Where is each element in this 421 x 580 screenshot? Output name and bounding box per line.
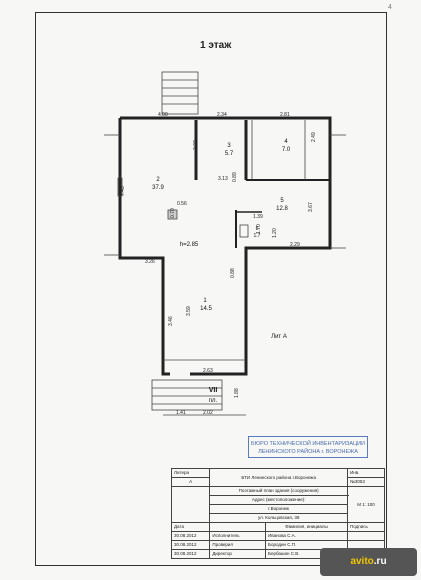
scale: М 1: 100 (347, 486, 385, 523)
stairs-label: VII (209, 387, 218, 394)
litera-header: Литера (170, 468, 211, 478)
dim-0-70: 0.70 (170, 208, 176, 218)
room-4-area: 7.0 (282, 147, 291, 153)
col-date: Дата (170, 522, 211, 532)
litera-value: А (170, 477, 211, 487)
room-2-area: 37.9 (152, 185, 164, 191)
table-row: 30.08.2012 Исполнитель Иванова С.А. (170, 531, 385, 541)
dim-3-46: 3.46 (168, 316, 174, 326)
dim-4-00: 4.00 (158, 112, 168, 118)
dim-2-02: 2.02 (203, 410, 213, 416)
dim-7-43: 7.43 (120, 186, 126, 196)
room-2-number: 2 (156, 177, 160, 183)
dim-3-02: 3.02 (193, 140, 199, 150)
dim-3-67: 3.67 (308, 202, 314, 212)
avito-watermark: avito.ru (320, 548, 417, 576)
bti-stamp: БЮРО ТЕХНИЧЕСКОЙ ИНВЕНТАРИЗАЦИИ ЛЕНИНСКО… (248, 436, 368, 458)
room-1-number: 1 (203, 298, 207, 304)
row-role: Директор (209, 549, 266, 559)
dim-2-63: 2.63 (203, 368, 213, 374)
room-4-number: 4 (284, 139, 288, 145)
watermark-brand: avito (350, 556, 374, 567)
litera-label: Лит А (271, 334, 287, 340)
dim-2-81: 2.81 (280, 112, 290, 118)
room-3-number: 3 (227, 143, 231, 149)
dim-0-89: 0.89 (232, 172, 238, 182)
dim-3-13: 3.13 (218, 176, 228, 182)
title-block: Литера БТИ Ленинского района г.Воронежа … (170, 468, 385, 559)
row-date: 30.08.2012 (170, 531, 211, 541)
row-date: 30.08.2012 (170, 540, 211, 550)
row-date: 30.08.2012 (170, 549, 211, 559)
dim-1-88: 1.88 (234, 388, 240, 398)
dim-2-49: 2.49 (311, 132, 317, 142)
dim-2-34: 2.34 (217, 112, 227, 118)
stairs-sub: пл. (209, 398, 218, 404)
row-name: Иванова С.А. (264, 531, 349, 541)
dim-3-26: 3.26 (145, 259, 155, 265)
dim-1-39: 1.39 (253, 214, 263, 220)
room-5-number: 5 (280, 198, 284, 204)
room-3-area: 5.7 (225, 151, 234, 157)
col-name: Фамилия, инициалы (264, 522, 349, 532)
room-6-area: 1.7 (254, 233, 261, 239)
room-6-number: 6 (256, 226, 259, 232)
org-name: БТИ Ленинского района г.Воронежа (209, 468, 349, 487)
watermark-suffix: .ru (373, 556, 387, 567)
ceiling-height: h=2.85 (180, 242, 199, 248)
inv-label: Инв. (347, 468, 385, 478)
floor-title: 1 этаж (200, 40, 232, 51)
dim-2-29: 2.29 (290, 242, 300, 248)
dim-0-56: 0.56 (177, 201, 187, 207)
row-role: Проверил (209, 540, 266, 550)
city: г.Воронеж (209, 504, 349, 514)
dim-1-70: 1.70 (256, 224, 262, 234)
room-1-area: 14.5 (200, 306, 212, 312)
dim-3-59: 3.59 (186, 306, 192, 316)
address-label: Адрес (местоположение): (209, 495, 349, 505)
street: ул. Кольцовская, 39 (209, 513, 349, 523)
dim-0-88: 0.88 (230, 268, 236, 278)
stamp-line-1: БЮРО ТЕХНИЧЕСКОЙ ИНВЕНТАРИЗАЦИИ (250, 441, 365, 447)
stamp-line-2: ЛЕНИНСКОГО РАЙОНА г. ВОРОНЕЖА (258, 449, 358, 455)
drawing-frame (35, 12, 387, 566)
row-role: Исполнитель (209, 531, 266, 541)
dim-1-41: 1.41 (176, 410, 186, 416)
page-number: 4 (388, 4, 392, 11)
plan-title: Поэтажный план здания (сооружения) (209, 486, 349, 496)
dim-1-20: 1.20 (272, 228, 278, 238)
inv-value: №3053 (347, 477, 385, 487)
room-5-area: 12.8 (276, 206, 288, 212)
col-sign: Подпись (347, 522, 385, 532)
